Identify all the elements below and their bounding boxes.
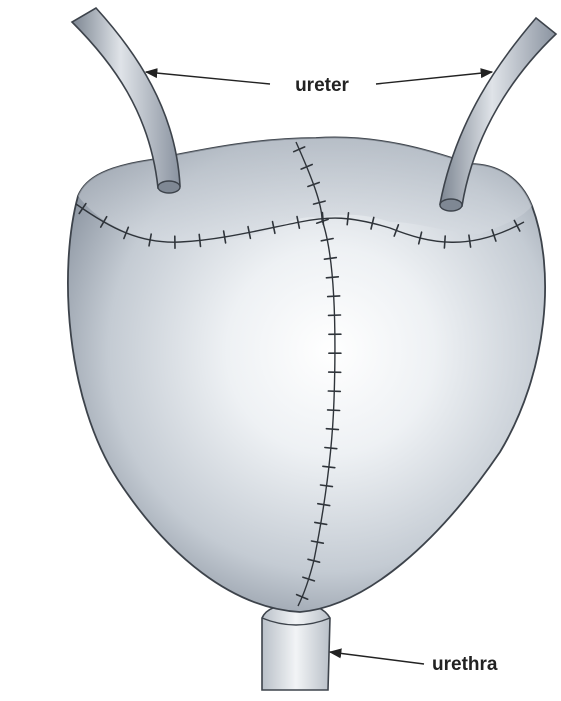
stitch-mark [326,277,338,278]
ureter-arrow-right [376,72,492,84]
stitch-mark [328,296,340,297]
stitch-mark [444,236,445,248]
urethra-arrow [330,652,424,664]
ureter-arrow-left [146,72,270,84]
stitch-mark [322,213,323,225]
stitch-mark [326,429,338,430]
urethra-callout: urethra [330,652,498,675]
urethra-label: urethra [432,654,498,675]
ureter-callout: ureter [146,72,492,96]
urethra-tube [262,604,330,690]
ureter-label: ureter [295,75,349,96]
stitch-mark [328,410,340,411]
